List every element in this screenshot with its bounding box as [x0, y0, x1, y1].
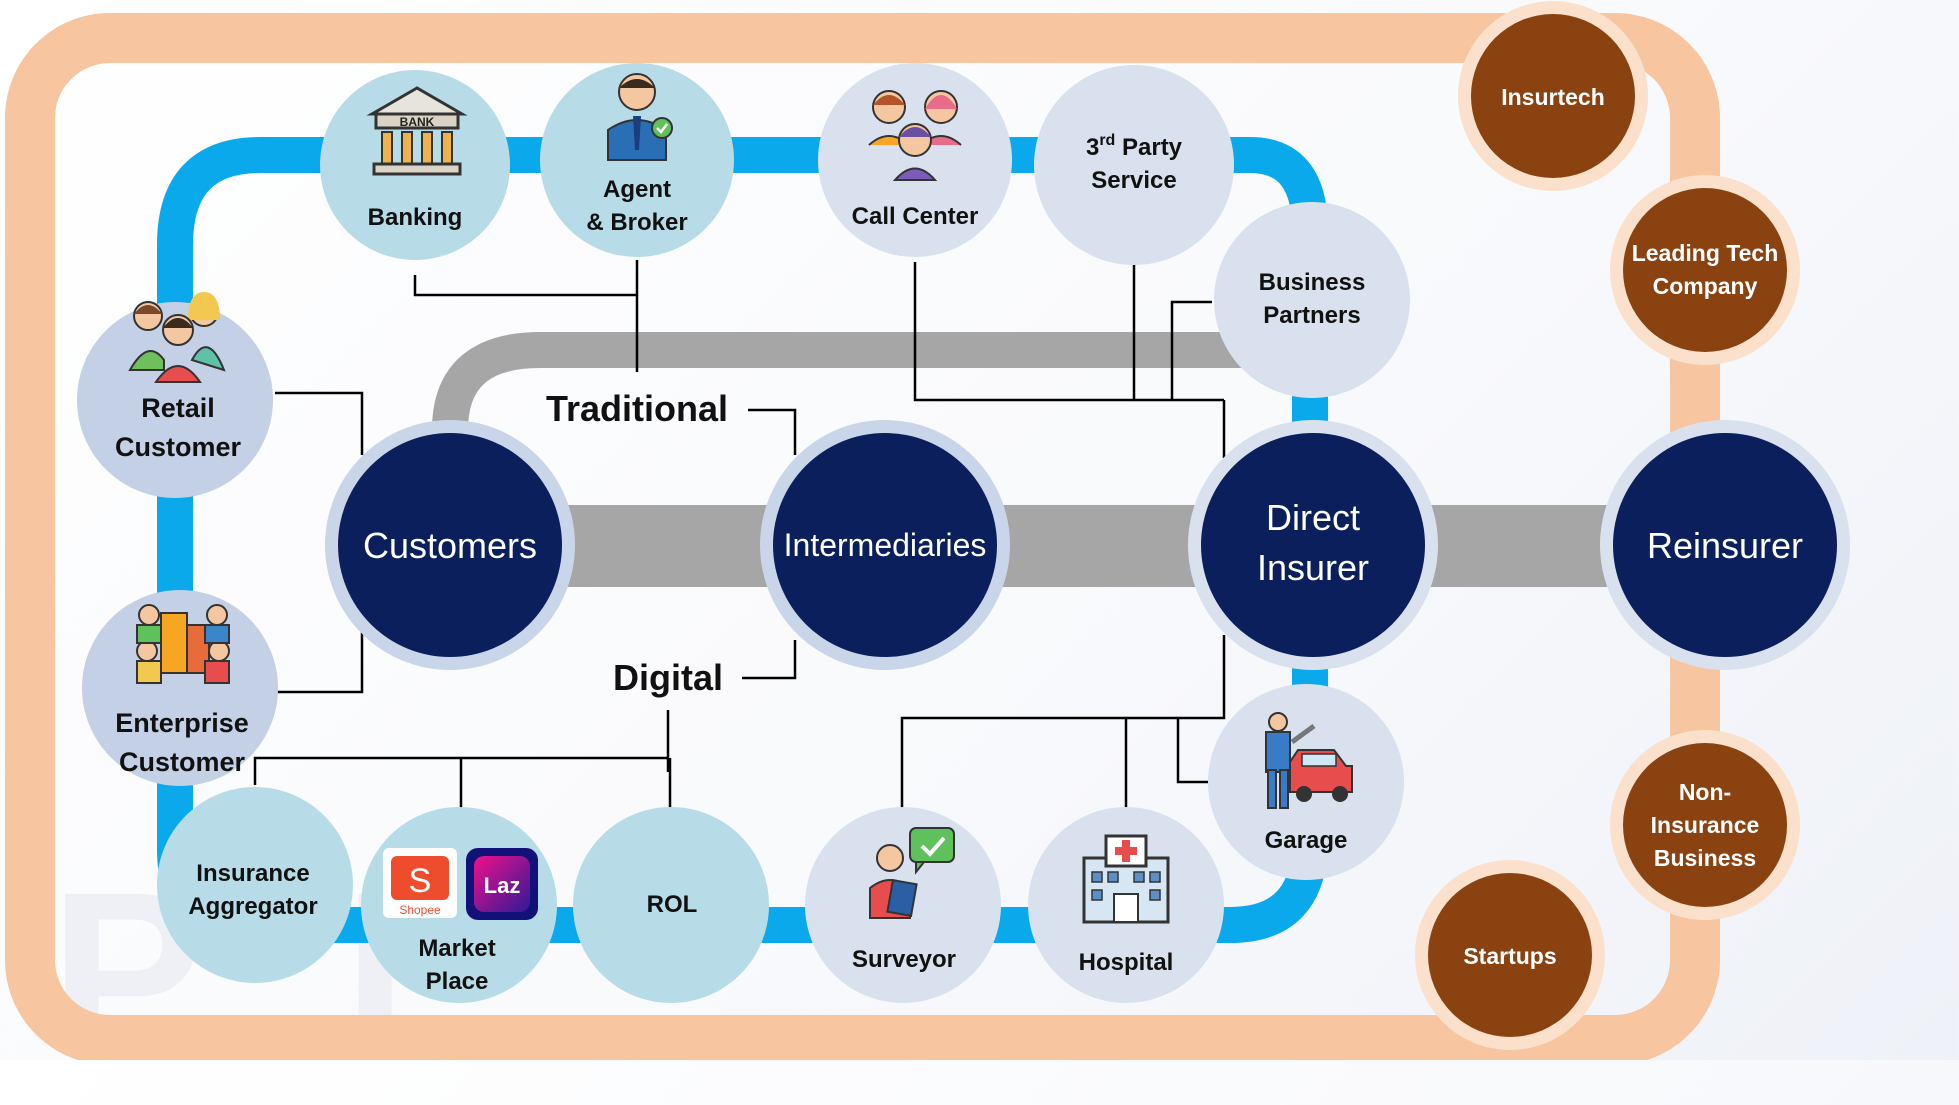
main-value-chain-trunk — [450, 505, 1780, 587]
node-banking-label: Banking — [368, 204, 463, 231]
eco-non-insurance-label-line1: Non- — [1679, 779, 1731, 805]
building-people-icon — [136, 604, 230, 684]
eco-insurtech — [1458, 1, 1648, 191]
agent-icon — [607, 73, 673, 161]
eco-leading-tech-label-line2: Company — [1653, 273, 1758, 299]
node-business-partners-label-line1: Business — [1259, 269, 1366, 296]
shopee-icon: S Shopee — [383, 848, 457, 918]
insurance-ecosystem-diagram: BANK — [5, 1, 1850, 1060]
hub-intermediaries — [760, 420, 1010, 670]
node-retail-customer — [77, 302, 273, 498]
hub-customers — [325, 420, 575, 670]
node-aggregator-label-line1: Insurance — [196, 860, 309, 887]
hospital-icon — [1082, 834, 1170, 924]
node-third-party-service — [1034, 65, 1234, 265]
third-party-number: 3 — [1086, 134, 1099, 161]
node-enterprise-label-line2: Customer — [119, 747, 246, 777]
node-agent-label-line2: & Broker — [586, 209, 687, 236]
third-party-word: Party — [1115, 134, 1182, 161]
node-aggregator-label-line2: Aggregator — [188, 893, 317, 920]
node-business-partners-label-line2: Partners — [1263, 302, 1360, 329]
eco-non-insurance — [1610, 730, 1800, 920]
node-call-center — [818, 63, 1012, 257]
node-insurance-aggregator — [157, 787, 353, 983]
lazada-icon: Laz — [466, 848, 538, 920]
hub-customers-label: Customers — [363, 525, 537, 566]
node-hospital-label: Hospital — [1079, 949, 1174, 976]
channel-traditional-label: Traditional — [546, 388, 728, 429]
node-third-party-label-line1: 3rd Party — [1086, 132, 1183, 161]
node-enterprise-label-line1: Enterprise — [115, 708, 249, 738]
lazada-logo-text: Laz — [484, 873, 521, 898]
node-rol — [573, 807, 769, 1003]
eco-non-insurance-label-line3: Business — [1654, 845, 1756, 871]
connector-lines — [253, 260, 1226, 808]
surveyor-icon — [869, 827, 955, 919]
call-center-icon — [868, 90, 962, 181]
channel-digital-label: Digital — [613, 657, 723, 698]
bank-icon: BANK — [366, 86, 468, 176]
people-icon — [128, 292, 226, 383]
garage-icon — [1265, 712, 1353, 809]
node-marketplace-label-line2: Place — [426, 968, 489, 995]
hub-direct-insurer — [1188, 420, 1438, 670]
node-retail-label-line1: Retail — [141, 393, 215, 423]
shopee-wordmark: Shopee — [399, 903, 441, 917]
eco-non-insurance-label-line2: Insurance — [1651, 812, 1760, 838]
eco-insurtech-label: Insurtech — [1501, 84, 1605, 110]
shopee-logo-letter: S — [409, 862, 432, 900]
hub-direct-insurer-label-line1: Direct — [1266, 497, 1360, 538]
eco-startups-label: Startups — [1463, 943, 1556, 969]
node-business-partners — [1214, 202, 1410, 398]
third-party-superscript: rd — [1099, 132, 1115, 149]
eco-startups — [1415, 860, 1605, 1050]
node-retail-label-line2: Customer — [115, 432, 242, 462]
node-garage-label: Garage — [1265, 827, 1348, 854]
node-call-center-label: Call Center — [852, 203, 979, 230]
hub-reinsurer-label: Reinsurer — [1647, 525, 1803, 566]
node-third-party-label-line2: Service — [1091, 167, 1176, 194]
node-rol-label: ROL — [647, 891, 698, 918]
hub-intermediaries-label: Intermediaries — [784, 527, 987, 563]
hub-reinsurer — [1600, 420, 1850, 670]
eco-leading-tech-label-line1: Leading Tech — [1632, 240, 1779, 266]
node-agent-label-line1: Agent — [603, 176, 671, 203]
traditional-grey-arc — [432, 332, 1260, 431]
node-marketplace-label-line1: Market — [418, 935, 495, 962]
bank-sign: BANK — [400, 115, 435, 129]
hub-direct-insurer-label-line2: Insurer — [1257, 547, 1369, 588]
eco-leading-tech — [1610, 175, 1800, 365]
node-surveyor-label: Surveyor — [852, 946, 956, 973]
